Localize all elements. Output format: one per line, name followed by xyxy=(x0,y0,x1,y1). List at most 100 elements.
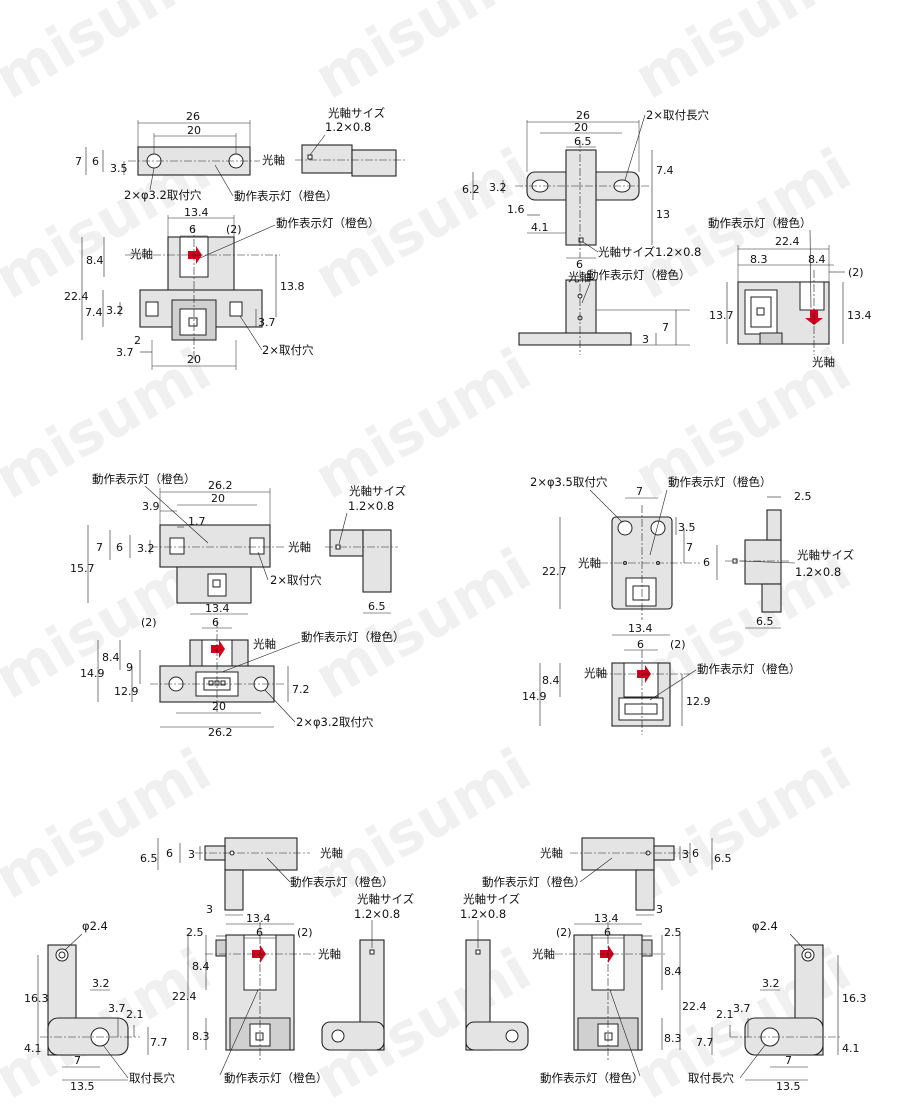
svg-text:6.5: 6.5 xyxy=(756,615,774,628)
svg-text:1.2×0.8: 1.2×0.8 xyxy=(325,120,371,134)
svg-text:22.4: 22.4 xyxy=(682,1000,707,1013)
svg-text:光軸: 光軸 xyxy=(253,637,276,651)
svg-text:動作表示灯（橙色）: 動作表示灯（橙色） xyxy=(697,662,801,676)
svg-text:光軸: 光軸 xyxy=(584,666,607,680)
svg-text:13.5: 13.5 xyxy=(776,1080,801,1093)
svg-text:3.9: 3.9 xyxy=(142,500,160,513)
svg-text:2.1: 2.1 xyxy=(716,1008,734,1021)
svg-text:光軸サイズ: 光軸サイズ xyxy=(463,892,520,906)
svg-text:(2): (2) xyxy=(670,638,686,651)
svg-text:φ2.4: φ2.4 xyxy=(752,919,778,933)
svg-text:2: 2 xyxy=(134,334,141,347)
svg-text:3.7: 3.7 xyxy=(108,1002,126,1015)
svg-text:22.7: 22.7 xyxy=(542,565,567,578)
svg-text:6.5: 6.5 xyxy=(140,852,158,865)
svg-text:7.7: 7.7 xyxy=(696,1036,714,1049)
diagram-4: 2×φ3.5取付穴 動作表示灯（橙色） 7 3.5 7 22.7 光軸 2.5 … xyxy=(522,475,854,735)
svg-text:動作表示灯（橙色）: 動作表示灯（橙色） xyxy=(234,189,338,203)
svg-text:取付長穴: 取付長穴 xyxy=(688,1071,734,1085)
svg-text:22.4: 22.4 xyxy=(172,990,197,1003)
svg-text:26.2: 26.2 xyxy=(208,479,233,492)
svg-text:13.4: 13.4 xyxy=(847,309,872,322)
svg-text:3.2: 3.2 xyxy=(762,977,780,990)
svg-text:20: 20 xyxy=(574,121,588,134)
svg-text:光軸: 光軸 xyxy=(320,846,343,860)
svg-text:13.8: 13.8 xyxy=(280,280,305,293)
svg-text:6: 6 xyxy=(604,926,611,939)
svg-text:14.9: 14.9 xyxy=(80,667,105,680)
svg-text:8.4: 8.4 xyxy=(102,651,120,664)
svg-text:動作表示灯（橙色）: 動作表示灯（橙色） xyxy=(224,1071,328,1085)
svg-text:2×取付長穴: 2×取付長穴 xyxy=(646,108,709,122)
svg-text:7: 7 xyxy=(785,1054,792,1067)
svg-text:20: 20 xyxy=(187,124,201,137)
svg-text:26: 26 xyxy=(576,109,590,122)
svg-text:動作表示灯（橙色）: 動作表示灯（橙色） xyxy=(92,472,196,486)
svg-text:7: 7 xyxy=(636,485,643,498)
svg-text:1.2×0.8: 1.2×0.8 xyxy=(460,907,506,921)
svg-text:2.5: 2.5 xyxy=(186,926,204,939)
svg-text:20: 20 xyxy=(212,700,226,713)
svg-text:15.7: 15.7 xyxy=(70,562,95,575)
svg-text:13.4: 13.4 xyxy=(628,622,653,635)
svg-text:8.4: 8.4 xyxy=(542,674,560,687)
svg-text:26: 26 xyxy=(186,110,200,123)
svg-text:(2): (2) xyxy=(226,223,242,236)
svg-text:22.4: 22.4 xyxy=(64,290,89,303)
svg-text:動作表示灯（橙色）: 動作表示灯（橙色） xyxy=(482,875,586,889)
svg-text:3.2: 3.2 xyxy=(489,181,507,194)
svg-text:3.7: 3.7 xyxy=(116,346,134,359)
svg-text:光軸: 光軸 xyxy=(812,355,835,369)
svg-text:12.9: 12.9 xyxy=(114,685,139,698)
svg-text:2×取付穴: 2×取付穴 xyxy=(270,573,322,587)
svg-text:光軸サイズ: 光軸サイズ xyxy=(357,892,414,906)
svg-text:取付長穴: 取付長穴 xyxy=(129,1071,175,1085)
svg-text:光軸サイズ: 光軸サイズ xyxy=(797,548,854,562)
svg-text:動作表示灯（橙色）: 動作表示灯（橙色） xyxy=(587,268,691,282)
svg-text:動作表示灯（橙色）: 動作表示灯（橙色） xyxy=(301,630,405,644)
diagram-3: 26.2 20 3.9 1.7 動作表示灯（橙色） 15.7 7 6 3.2 光… xyxy=(70,472,406,739)
svg-text:光軸: 光軸 xyxy=(578,556,601,570)
svg-text:13.4: 13.4 xyxy=(594,912,619,925)
svg-text:7.2: 7.2 xyxy=(292,683,310,696)
svg-text:6.5: 6.5 xyxy=(574,135,592,148)
svg-text:7.4: 7.4 xyxy=(656,164,674,177)
svg-text:光軸: 光軸 xyxy=(288,540,311,554)
svg-text:1.7: 1.7 xyxy=(188,515,206,528)
watermark: misumi misumi misumi misumi misumi misum… xyxy=(0,0,862,1112)
svg-text:8.4: 8.4 xyxy=(86,254,104,267)
svg-text:22.4: 22.4 xyxy=(775,235,800,248)
svg-text:1.6: 1.6 xyxy=(507,203,525,216)
svg-text:misumi: misumi xyxy=(623,935,862,1112)
svg-text:7: 7 xyxy=(74,1054,81,1067)
svg-text:光軸: 光軸 xyxy=(318,947,341,961)
svg-text:1.2×0.8: 1.2×0.8 xyxy=(354,907,400,921)
diagram-6: 光軸 6 6.5 3 動作表示灯（橙色） 3 13.4 2.5 6 (2) 光軸… xyxy=(460,837,867,1093)
svg-text:13.4: 13.4 xyxy=(184,206,209,219)
svg-text:7: 7 xyxy=(96,541,103,554)
svg-text:8.3: 8.3 xyxy=(192,1030,210,1043)
svg-text:6: 6 xyxy=(692,847,699,860)
svg-text:3.7: 3.7 xyxy=(733,1002,751,1015)
svg-text:動作表示灯（橙色）: 動作表示灯（橙色） xyxy=(276,216,380,230)
svg-text:misumi: misumi xyxy=(0,735,222,912)
svg-text:3.5: 3.5 xyxy=(678,521,696,534)
svg-text:8.3: 8.3 xyxy=(664,1032,682,1045)
svg-text:2×取付穴: 2×取付穴 xyxy=(262,343,314,357)
svg-text:3: 3 xyxy=(682,848,689,861)
svg-text:4.1: 4.1 xyxy=(24,1042,42,1055)
svg-text:光軸サイズ: 光軸サイズ xyxy=(349,484,406,498)
svg-text:(2): (2) xyxy=(141,616,157,629)
svg-text:misumi: misumi xyxy=(303,535,542,712)
svg-text:6: 6 xyxy=(189,223,196,236)
svg-text:動作表示灯（橙色）: 動作表示灯（橙色） xyxy=(708,216,812,230)
svg-text:1.2×0.8: 1.2×0.8 xyxy=(348,499,394,513)
svg-text:9: 9 xyxy=(126,661,133,674)
svg-text:2.5: 2.5 xyxy=(664,926,682,939)
svg-text:(2): (2) xyxy=(297,926,313,939)
svg-text:1.2×0.8: 1.2×0.8 xyxy=(795,565,841,579)
svg-text:6: 6 xyxy=(116,541,123,554)
svg-text:16.3: 16.3 xyxy=(842,992,867,1005)
svg-text:misumi: misumi xyxy=(303,0,542,112)
